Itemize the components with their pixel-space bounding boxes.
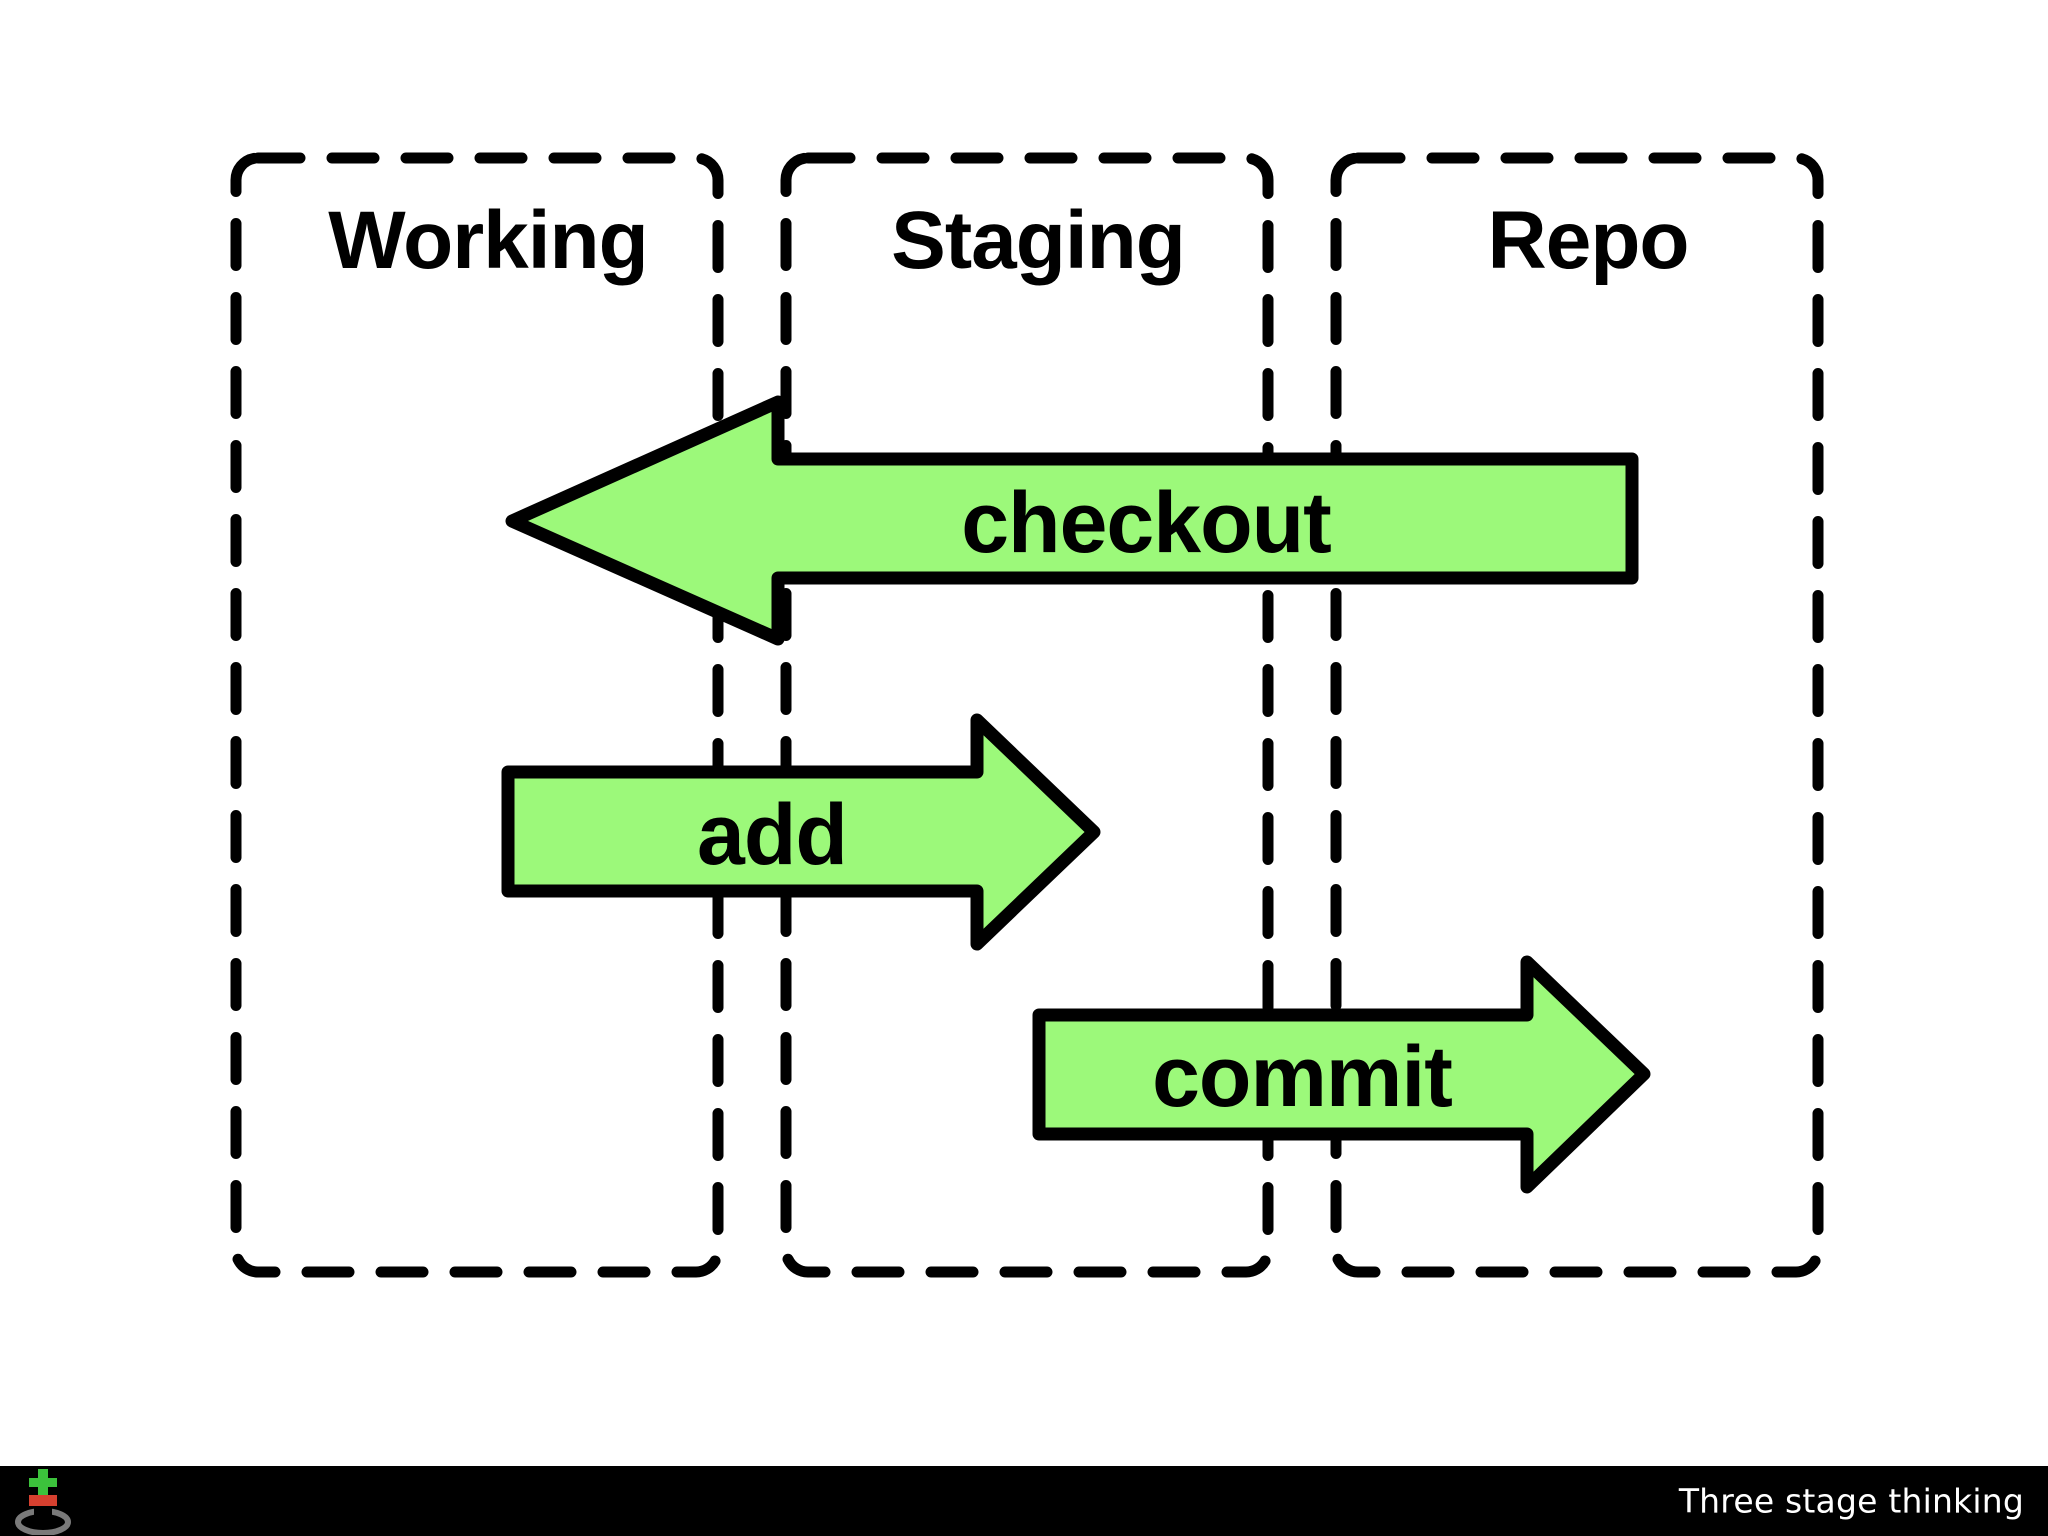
stage-label-staging: Staging [891,195,1185,286]
stage-box-repo [1330,152,1824,1278]
logo-handle-shadow [34,1505,52,1521]
logo-green-cross [29,1469,57,1495]
arrow-add-label: add [697,787,847,883]
stage-label-working: Working [328,195,647,286]
stage-box-staging [780,152,1274,1278]
footer-bar: Three stage thinking [0,1466,2048,1536]
arrow-add-shape[interactable] [501,713,1101,951]
stage-boxes [230,152,1824,1278]
arrow-commit-label: commit [1152,1029,1452,1125]
arrow-checkout-shape[interactable] [505,395,1639,646]
arrow-checkout-label: checkout [961,475,1331,571]
arrow-commit[interactable]: commit [1032,955,1651,1194]
arrow-add[interactable]: add [501,713,1101,951]
logo-red-band [29,1495,57,1506]
arrow-checkout[interactable]: checkout [505,395,1639,646]
stage-headers: Working Staging Repo [328,195,1689,286]
arrow-commit-shape[interactable] [1032,955,1651,1194]
three-stage-diagram: Working Staging Repo checkout add commit [230,152,1824,1278]
plunger-logo [15,1469,71,1535]
footer-title: Three stage thinking [1678,1481,2024,1521]
stage-box-working [230,152,724,1278]
stage-label-repo: Repo [1488,195,1689,286]
